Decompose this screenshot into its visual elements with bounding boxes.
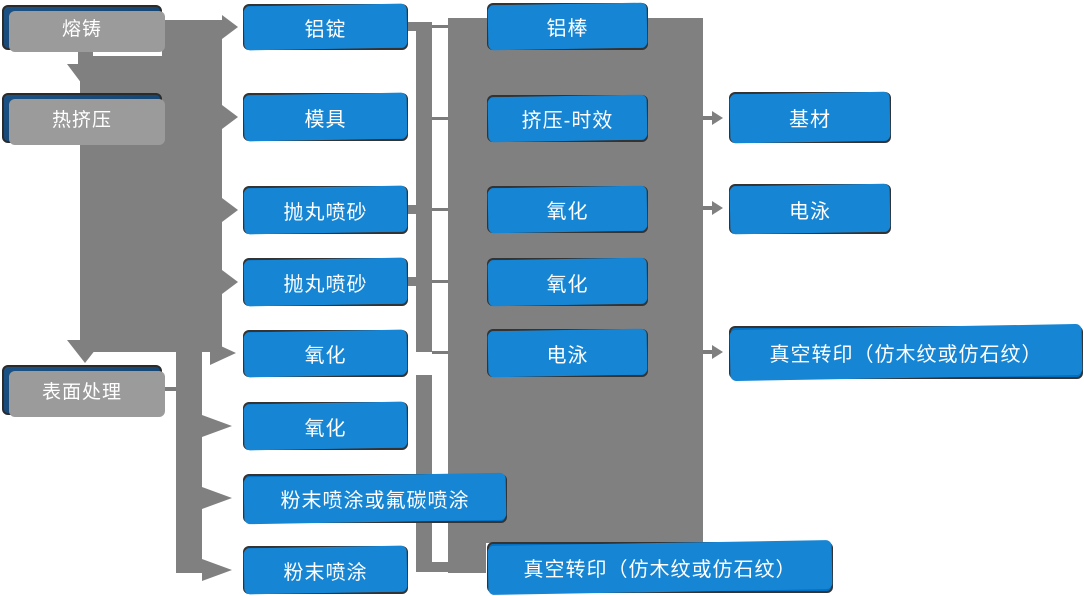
connector-box-stub <box>404 22 416 31</box>
arrow-right-icon <box>202 415 232 437</box>
arrow-right-icon <box>712 345 723 359</box>
arrow-right-icon <box>222 198 238 222</box>
node-label: 挤压-时效 <box>521 110 614 132</box>
node-label: 氧化 <box>546 273 589 296</box>
node-melt-casting: 熔铸 <box>2 5 162 50</box>
arrow-right-icon <box>222 15 238 39</box>
node-anodizing-3: 氧化 <box>487 186 648 233</box>
node-label: 熔铸 <box>61 19 102 40</box>
node-vacuum-transfer-print-2: 真空转印（仿木纹或仿石纹） <box>729 326 1083 379</box>
node-electrophoresis-1: 电泳 <box>487 329 648 377</box>
arrow-right-icon <box>202 487 232 509</box>
node-label: 抛丸喷砂 <box>283 201 368 224</box>
arrow-down-icon <box>67 340 103 363</box>
node-electrophoresis-2: 电泳 <box>729 184 891 234</box>
connector-arrow-shaft <box>703 206 713 210</box>
node-vacuum-transfer-print-1: 真空转印（仿木纹或仿石纹） <box>487 542 833 593</box>
stage3-panel-extension <box>448 543 486 573</box>
connector-bottom-stub <box>432 562 448 572</box>
node-powder-or-fluorocarbon-coating: 粉末喷涂或氟碳喷涂 <box>243 474 507 523</box>
node-label: 热挤压 <box>51 109 112 131</box>
connector-row-line <box>432 25 448 28</box>
node-shot-blasting-1: 抛丸喷砂 <box>243 186 408 234</box>
arrow-right-icon <box>210 341 236 365</box>
arrow-right-icon <box>712 201 723 215</box>
node-label: 粉末喷涂 <box>283 561 368 584</box>
arrow-right-icon <box>222 270 238 294</box>
connector-trunk-top <box>162 20 222 60</box>
node-anodizing-2: 氧化 <box>243 402 408 450</box>
arrow-right-icon <box>202 559 232 581</box>
node-shot-blasting-2: 抛丸喷砂 <box>243 258 408 306</box>
connector-row-line <box>432 280 448 283</box>
node-label: 真空转印（仿木纹或仿石纹） <box>523 559 797 581</box>
node-hot-extrusion: 热挤压 <box>2 93 162 143</box>
node-label: 表面处理 <box>41 381 122 403</box>
node-powder-coating: 粉末喷涂 <box>243 546 408 594</box>
connector-box-stub <box>404 205 416 214</box>
node-label: 电泳 <box>789 200 831 223</box>
connector-arrow-shaft <box>703 116 713 120</box>
node-surface-treatment: 表面处理 <box>2 365 162 415</box>
node-label: 抛丸喷砂 <box>283 273 368 296</box>
arrow-right-icon <box>222 105 238 129</box>
connector-mid-bar-upper <box>416 22 432 352</box>
connector-row-line <box>432 117 448 120</box>
node-aluminum-rod: 铝棒 <box>487 3 648 50</box>
node-anodizing-1: 氧化 <box>243 330 408 377</box>
node-label: 氧化 <box>546 201 589 223</box>
node-label: 氧化 <box>304 345 347 367</box>
connector-row-line <box>432 208 448 211</box>
connector-down-stub <box>78 50 93 68</box>
node-label: 基材 <box>789 109 831 131</box>
node-mold: 模具 <box>243 93 408 141</box>
node-extrusion-aging: 挤压-时效 <box>487 95 648 142</box>
node-label: 模具 <box>304 108 347 131</box>
node-aluminum-ingot: 铝锭 <box>243 4 408 50</box>
connector-row-line <box>432 351 448 354</box>
connector-arrow-shaft <box>703 350 713 354</box>
node-label: 电泳 <box>546 344 589 367</box>
node-label: 氧化 <box>304 417 347 440</box>
node-base-material: 基材 <box>729 92 891 143</box>
connector-surface-stub <box>162 387 176 391</box>
node-label: 铝锭 <box>304 18 347 41</box>
node-label: 粉末喷涂或氟碳喷涂 <box>280 490 470 512</box>
arrow-down-icon <box>67 64 103 88</box>
arrow-right-icon <box>712 111 723 125</box>
connector-lower-bar <box>176 352 202 573</box>
node-label: 铝棒 <box>546 18 589 40</box>
node-label: 真空转印（仿木纹或仿石纹） <box>769 344 1043 366</box>
connector-box-stub <box>404 277 416 286</box>
node-anodizing-4: 氧化 <box>487 258 648 306</box>
